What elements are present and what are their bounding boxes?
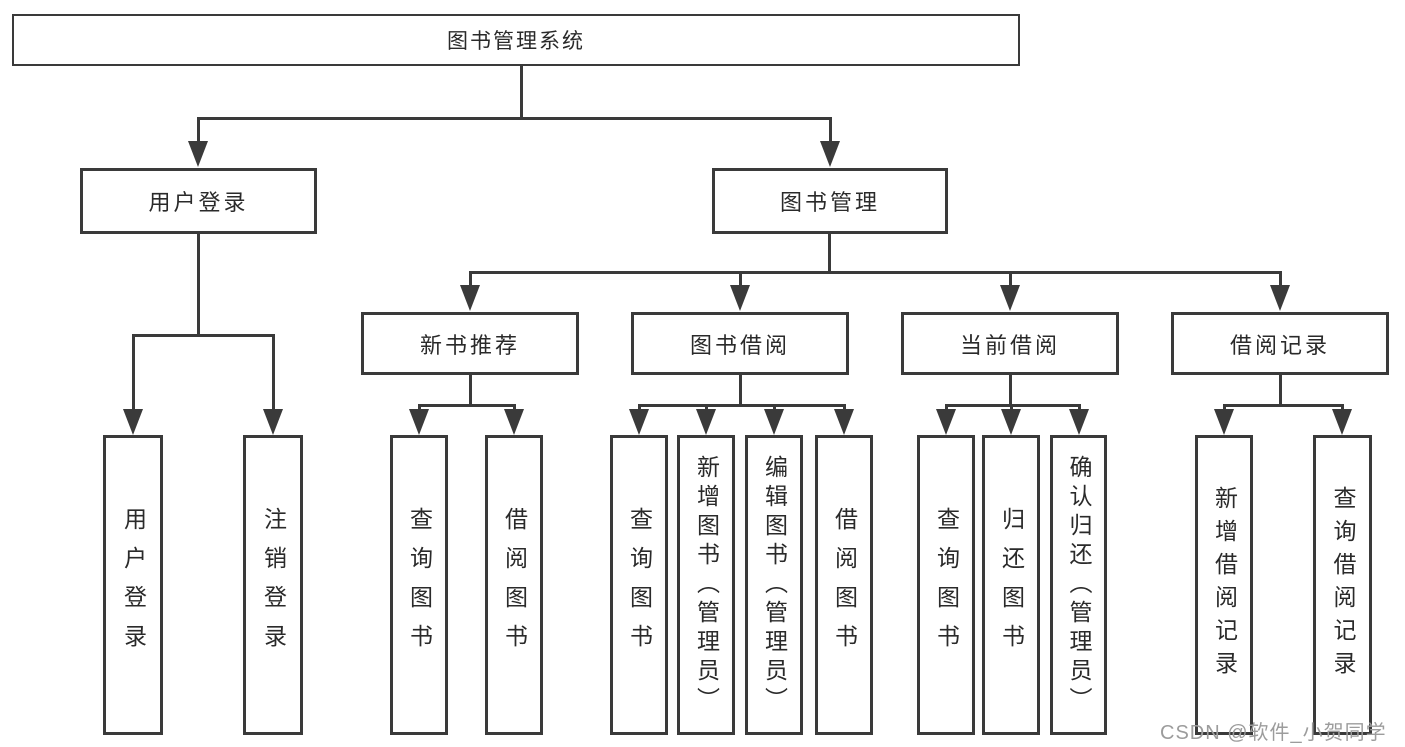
arrow-down-icon: [1069, 409, 1089, 435]
leaf-label: 归还图书: [998, 507, 1025, 663]
leaf-label: 查询图书: [406, 507, 433, 663]
connector-arrow-shaft: [1078, 404, 1081, 412]
arrow-down-icon: [1001, 409, 1021, 435]
connector-current-borrow-rail: [945, 404, 1081, 407]
leaf-label: 借阅图书: [501, 507, 528, 663]
arrow-down-icon: [263, 409, 283, 435]
connector-arrow-shaft: [1223, 404, 1226, 412]
arrow-down-icon: [820, 141, 840, 167]
connector-arrow-shaft: [1341, 404, 1344, 412]
leaf-borrow-query-book: 查询图书: [610, 435, 668, 735]
connector-arrow-shaft: [739, 271, 742, 287]
connector-arrow-shaft: [272, 334, 275, 412]
leaf-label: 新增图书（管理员）: [693, 454, 720, 716]
arrow-down-icon: [834, 409, 854, 435]
arrow-down-icon: [1000, 285, 1020, 311]
connector-new-book-rail: [418, 404, 516, 407]
node-label: 用户登录: [148, 190, 249, 215]
connector-arrow-shaft: [945, 404, 948, 412]
connector-book-borrow-rail: [638, 404, 846, 407]
csdn-watermark: CSDN @软件_小贺同学: [1160, 722, 1387, 744]
node-label: 图书管理: [779, 190, 880, 215]
arrow-down-icon: [936, 409, 956, 435]
arrow-down-icon: [123, 409, 143, 435]
leaf-current-return-book: 归还图书: [982, 435, 1040, 735]
arrow-down-icon: [730, 285, 750, 311]
connector-borrow-record-rail: [1223, 404, 1344, 407]
node-root-library-system: 图书管理系统: [12, 14, 1020, 66]
connector-level3-rail: [469, 271, 1282, 274]
arrow-down-icon: [1332, 409, 1352, 435]
leaf-current-query-book: 查询图书: [917, 435, 975, 735]
node-book-management: 图书管理: [712, 168, 948, 234]
node-user-login: 用户登录: [80, 168, 317, 234]
connector-user-login-stem: [197, 234, 200, 337]
arrow-down-icon: [1214, 409, 1234, 435]
leaf-recommend-query-book: 查询图书: [390, 435, 448, 735]
leaf-borrow-add-book-admin: 新增图书（管理员）: [677, 435, 735, 735]
leaf-label: 借阅图书: [831, 507, 858, 663]
connector-arrow-shaft: [638, 404, 641, 412]
connector-root-stem: [520, 66, 523, 119]
arrow-down-icon: [629, 409, 649, 435]
connector-arrow-shaft: [1009, 271, 1012, 287]
connector-arrow-shaft: [1279, 271, 1282, 287]
arrow-down-icon: [504, 409, 524, 435]
node-borrowing-records: 借阅记录: [1171, 312, 1389, 375]
leaf-record-add-borrow-record: 新增借阅记录: [1195, 435, 1253, 735]
connector-arrow-shaft: [132, 334, 135, 412]
leaf-label: 查询图书: [626, 507, 653, 663]
connector-borrow-record-stem: [1279, 375, 1282, 407]
arrow-down-icon: [1270, 285, 1290, 311]
leaf-logout: 注销登录: [243, 435, 303, 735]
connector-arrow-shaft: [705, 404, 708, 412]
connector-new-book-stem: [469, 375, 472, 407]
connector-current-borrow-stem: [1009, 375, 1012, 407]
leaf-recommend-borrow-book: 借阅图书: [485, 435, 543, 735]
node-label: 图书管理系统: [447, 30, 585, 53]
leaf-user-login: 用户登录: [103, 435, 163, 735]
leaf-label: 编辑图书（管理员）: [761, 454, 788, 716]
connector-arrow-shaft: [773, 404, 776, 412]
leaf-label: 查询图书: [933, 507, 960, 663]
connector-book-mgmt-stem: [828, 234, 831, 273]
node-current-borrowing: 当前借阅: [901, 312, 1119, 375]
node-label: 当前借阅: [959, 332, 1060, 358]
connector-arrow-shaft: [513, 404, 516, 412]
arrow-down-icon: [696, 409, 716, 435]
leaf-label: 确认归还（管理员）: [1066, 454, 1092, 716]
leaf-current-confirm-return-admin: 确认归还（管理员）: [1050, 435, 1107, 735]
arrow-down-icon: [409, 409, 429, 435]
leaf-label: 查询借阅记录: [1330, 486, 1356, 684]
leaf-borrow-edit-book-admin: 编辑图书（管理员）: [745, 435, 803, 735]
connector-arrow-shaft: [469, 271, 472, 287]
connector-arrow-shaft: [829, 117, 832, 145]
arrow-down-icon: [764, 409, 784, 435]
connector-root-rail: [197, 117, 832, 120]
connector-user-login-rail: [132, 334, 275, 337]
node-book-borrowing: 图书借阅: [631, 312, 849, 375]
node-label: 借阅记录: [1229, 332, 1330, 358]
connector-book-borrow-stem: [739, 375, 742, 407]
arrow-down-icon: [460, 285, 480, 311]
leaf-label: 注销登录: [260, 507, 287, 663]
node-label: 新书推荐: [419, 332, 520, 358]
connector-arrow-shaft: [197, 117, 200, 145]
connector-arrow-shaft: [1010, 404, 1013, 412]
leaf-label: 用户登录: [120, 507, 147, 663]
leaf-label: 新增借阅记录: [1211, 486, 1238, 684]
leaf-record-query-borrow-record: 查询借阅记录: [1313, 435, 1372, 735]
node-label: 图书借阅: [689, 332, 790, 358]
leaf-borrow-borrow-book: 借阅图书: [815, 435, 873, 735]
node-new-book-recommend: 新书推荐: [361, 312, 579, 375]
connector-arrow-shaft: [843, 404, 846, 412]
connector-arrow-shaft: [418, 404, 421, 412]
arrow-down-icon: [188, 141, 208, 167]
